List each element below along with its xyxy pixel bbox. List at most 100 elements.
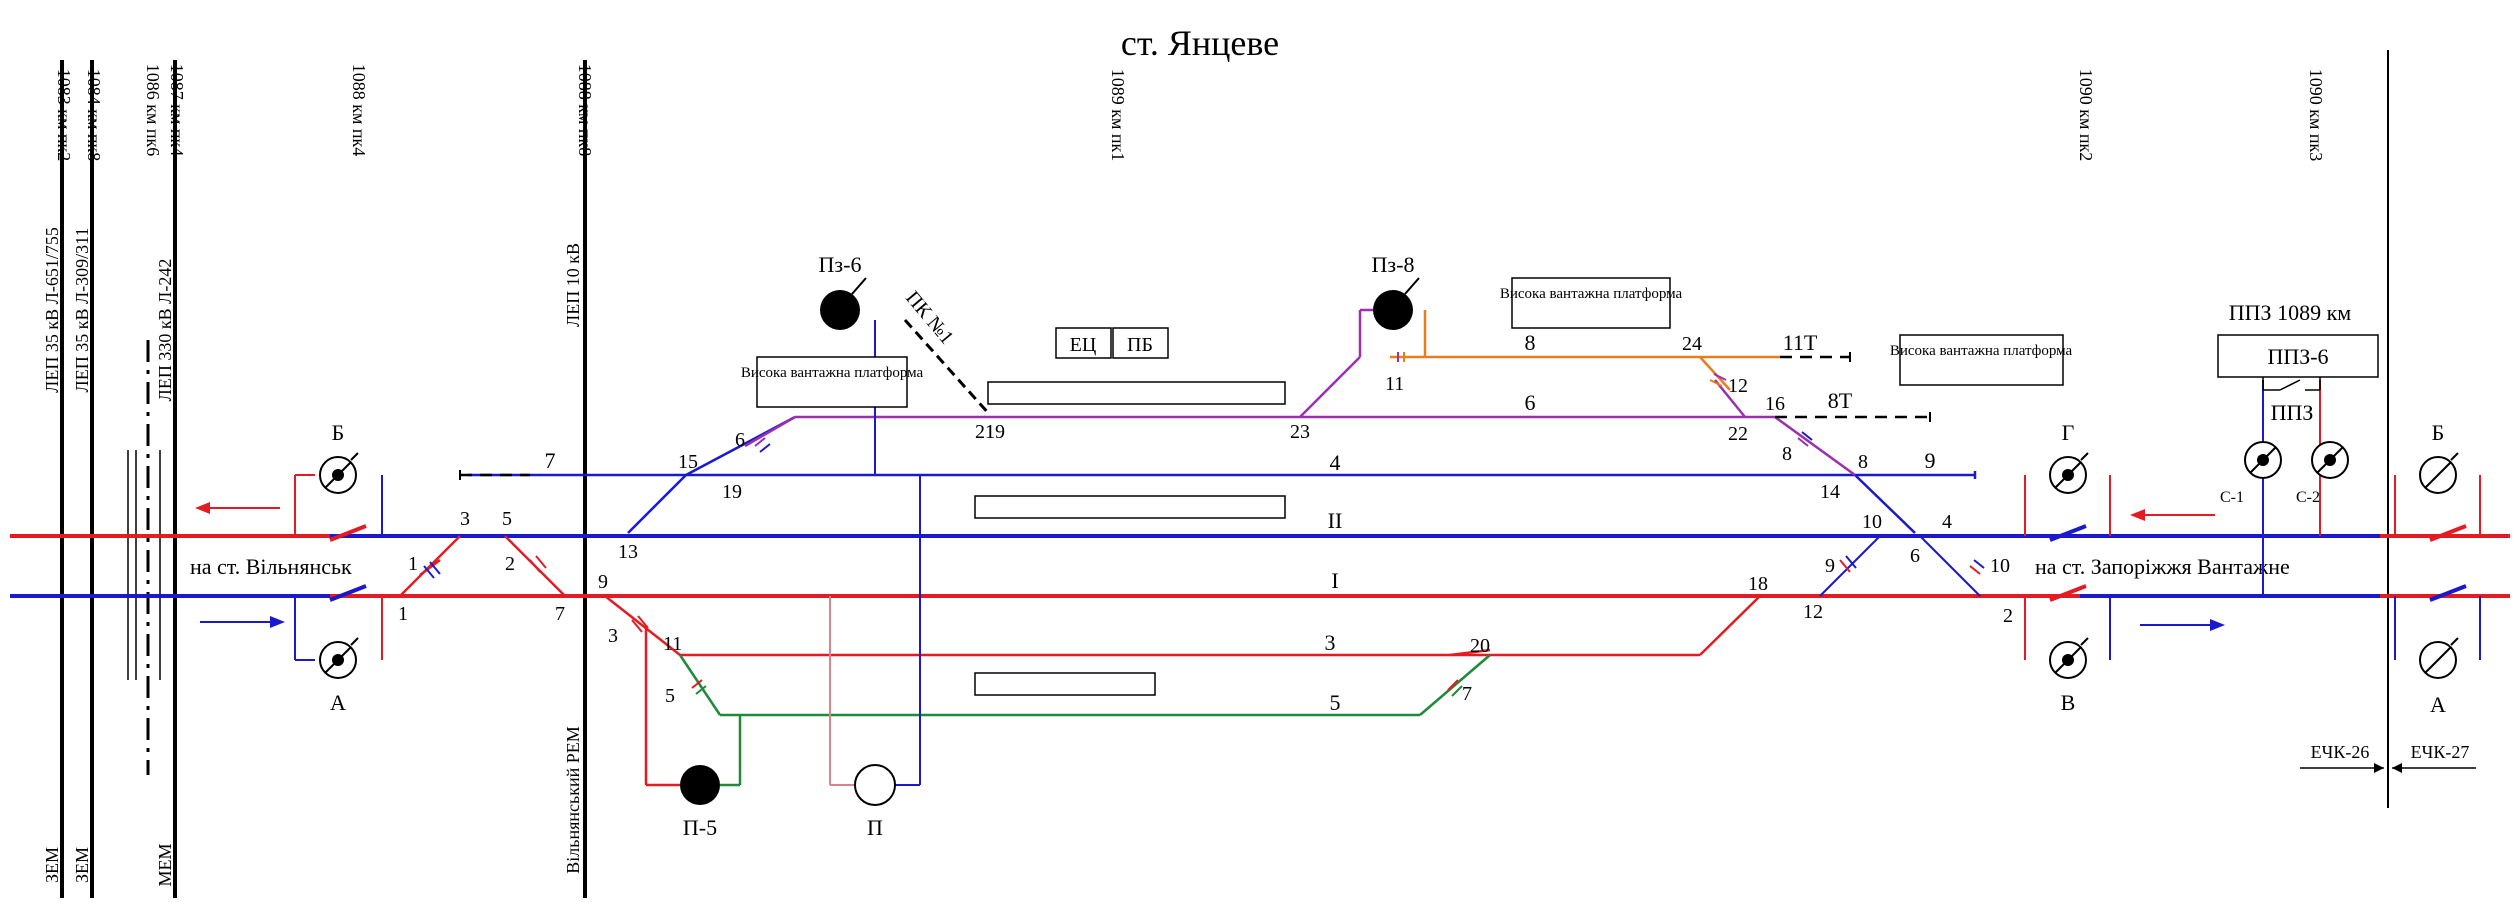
track-number: 8 — [1525, 330, 1536, 355]
switch-number: 1 — [408, 553, 418, 575]
switch-number: 6 — [1910, 545, 1920, 567]
switch-numbers: 1 1 2 3 5 7 9 3 11 5 13 15 19 6 21 23 11… — [398, 333, 2013, 707]
switch-number: 8 — [1782, 443, 1792, 465]
track-numbers: 3 4 5 6 7 8 11Т 8Т 9 — [545, 330, 1936, 715]
switch-number: 7 — [555, 603, 565, 625]
ppz-title: ППЗ 1089 км — [2229, 300, 2351, 325]
direction-arrows — [195, 502, 2225, 631]
entry-signal-labels: Б А Г В Б А С-1 С-2 — [330, 420, 2446, 717]
signal-p5 — [680, 765, 720, 805]
signal-a-right — [2419, 637, 2459, 679]
signal-label: П — [867, 815, 883, 840]
switch-number: 14 — [1820, 481, 1840, 503]
track-number: 11Т — [1783, 330, 1818, 355]
signal-label: С-1 — [2220, 489, 2244, 506]
platform-label: Висока вантажна платформа — [741, 365, 924, 381]
signal-label: А — [2430, 692, 2446, 717]
switch-number: 19 — [722, 481, 742, 503]
switch-number: 7 — [1462, 683, 1472, 705]
switch-number: 6 — [735, 429, 745, 451]
switch-number: 4 — [1942, 511, 1952, 533]
switch-number: 8 — [1858, 451, 1868, 473]
pk-line — [903, 318, 992, 417]
switch-number: 18 — [1748, 573, 1768, 595]
ec-label: ЕЦ — [1070, 334, 1097, 356]
track-number: 8Т — [1828, 388, 1853, 413]
power-line-label: ЛЕП 330 кВ Л-242 — [155, 259, 175, 402]
track-breaks — [329, 524, 2467, 602]
pb-label: ПБ — [1127, 334, 1153, 356]
switch-number: 9 — [598, 571, 608, 593]
switch-number: 19 — [985, 421, 1005, 443]
insulating-joints — [423, 352, 1985, 697]
switch-number: 10 — [1990, 555, 2010, 577]
pk-label: ПК №1 — [901, 287, 958, 349]
track-number: 6 — [1525, 390, 1536, 415]
signal-label: В — [2061, 690, 2076, 715]
zone-label: ЗЕМ — [72, 847, 92, 883]
track-number: 3 — [1325, 630, 1336, 655]
platforms — [756, 277, 2064, 408]
power-line-label: ЛЕП 10 кВ — [563, 243, 583, 327]
track-label-ii: II — [1328, 508, 1343, 533]
ppz6-box — [2217, 334, 2379, 378]
switch-number: 5 — [665, 685, 675, 707]
switch-number: 5 — [502, 508, 512, 530]
platform-label: Висока вантажна платформа — [1500, 286, 1683, 302]
switch-number: 9 — [1825, 555, 1835, 577]
zone-label: ЕЧК-27 — [2411, 742, 2470, 762]
switch-number: 21 — [975, 421, 995, 443]
km-label: 1090 км пк3 — [2306, 69, 2326, 162]
switch-number: 13 — [618, 541, 638, 563]
station-title: ст. Янцеве — [1121, 23, 1279, 63]
track-number: 4 — [1330, 450, 1341, 475]
zone-label: ЕЧК-26 — [2311, 742, 2370, 762]
signal-label: Г — [2062, 420, 2075, 445]
signal-label: Пз-6 — [819, 252, 862, 277]
track-3 — [604, 595, 1761, 787]
direction-left: на ст. Вільнянськ — [190, 554, 352, 579]
switch-number: 10 — [1862, 511, 1882, 533]
km-label: 1089 км пк1 — [1108, 69, 1128, 162]
switch-number: 3 — [608, 625, 618, 647]
signal-label: Б — [2432, 420, 2445, 445]
zone-label: МЕМ — [155, 843, 175, 886]
km-label: 1083 км пк2 — [54, 69, 74, 162]
signal-pz6 — [820, 290, 860, 330]
switch-number: 22 — [1728, 423, 1748, 445]
ec-pb-post — [1055, 327, 1169, 359]
ppz-switch — [2262, 377, 2321, 391]
switch-number: 3 — [460, 508, 470, 530]
switch-number: 11 — [663, 633, 682, 655]
km-label: 1087 км пк4 — [167, 64, 187, 157]
ppz-small-label: ППЗ — [2271, 400, 2314, 425]
power-line-labels: ЛЕП 35 кВ Л-651/755 ЛЕП 35 кВ Л-309/311 … — [42, 227, 583, 401]
passenger-platforms — [974, 381, 1286, 696]
track-number: 5 — [1330, 690, 1341, 715]
track-number: 7 — [545, 448, 556, 473]
shunting-signals: Пз-6 Пз-8 П-5 П — [680, 252, 1420, 840]
zone-label: Вільнянський РЕМ — [563, 726, 583, 873]
direction-right: на ст. Запоріжжя Вантажне — [2035, 554, 2290, 579]
signal-dots — [332, 454, 2336, 666]
signal-label: П-5 — [683, 815, 717, 840]
platform-label: Висока вантажна платформа — [1890, 343, 2073, 359]
zone-label: ЗЕМ — [42, 847, 62, 883]
signal-label: А — [330, 690, 346, 715]
ppz6-label: ППЗ-6 — [2267, 344, 2328, 369]
km-label: 1086 км пк6 — [143, 64, 163, 157]
switch-number: 2 — [2003, 605, 2013, 627]
switch-number: 16 — [1765, 393, 1785, 415]
signal-p — [854, 764, 896, 806]
section-lines — [60, 50, 2389, 898]
switch-number: 12 — [1803, 601, 1823, 623]
signal-b-right — [2419, 452, 2459, 494]
switch-number: 24 — [1682, 333, 1702, 355]
signal-label: Б — [332, 420, 345, 445]
km-label: 1090 км пк2 — [2076, 69, 2096, 162]
signal-pz8 — [1373, 290, 1413, 330]
zone-labels: ЗЕМ ЗЕМ МЕМ Вільнянський РЕМ ЕЧК-26 ЕЧК-… — [42, 726, 2476, 887]
track-5 — [678, 654, 1491, 787]
track-label-i: I — [1331, 568, 1338, 593]
km-labels: 1083 км пк2 1084 км пк8 1086 км пк6 1087… — [54, 64, 2326, 162]
